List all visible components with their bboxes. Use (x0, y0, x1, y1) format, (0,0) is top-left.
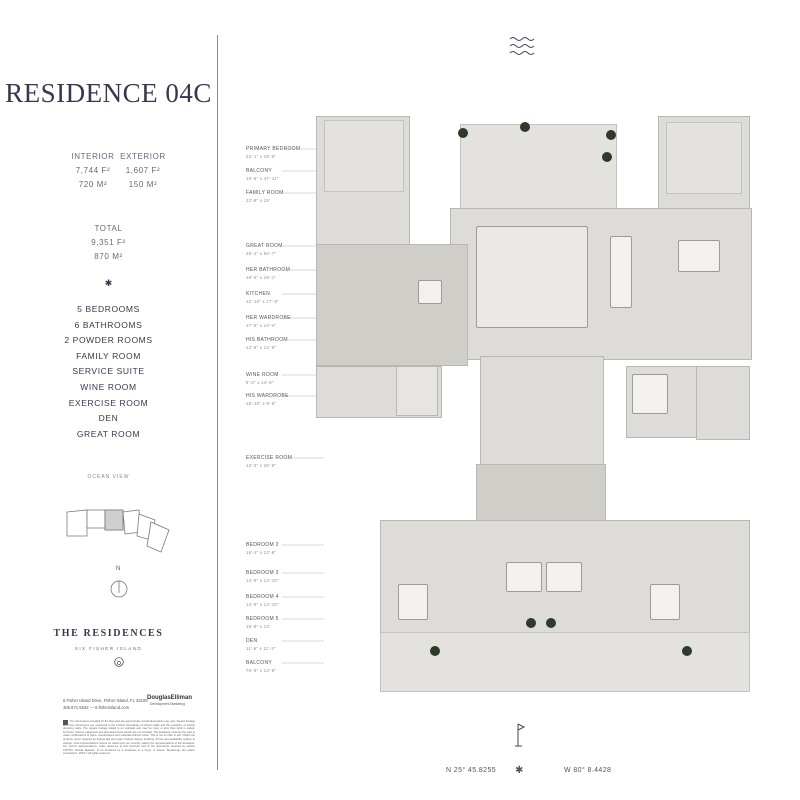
feature-item: DEN (98, 413, 119, 424)
room-service-bedroom (696, 366, 750, 440)
bed-bedroom-2 (398, 584, 428, 620)
exterior-sqm: 150 M² (128, 180, 158, 189)
kitchen-island (678, 240, 720, 272)
legal-disclaimer: The dimensions provided for the floor pl… (63, 720, 196, 756)
latitude-coordinate: N 25° 45.8255 (446, 767, 497, 774)
building-keyplan-icon (66, 509, 170, 553)
feature-item: 5 BEDROOMS (77, 304, 140, 314)
feature-item: GREAT ROOM (76, 428, 141, 439)
bed-bedroom-3 (506, 562, 542, 592)
north-arrow-icon (515, 723, 526, 747)
exterior-sqft: 1,607 F² (125, 166, 161, 175)
brand-subtitle: SIX FISHER ISLAND (74, 646, 143, 651)
exterior-column: EXTERIOR 1,607 F² 150 M² (118, 150, 168, 192)
broker-subtitle: Development Marketing (150, 702, 185, 706)
room-her-bathroom (316, 244, 468, 366)
feature-item: WINE ROOM (80, 381, 137, 392)
family-terrace (666, 122, 742, 194)
equal-housing-icon (63, 720, 68, 725)
total-sqft: 9,351 F² (91, 238, 126, 247)
plant-icon (682, 646, 692, 656)
feature-item: FAMILY ROOM (76, 350, 141, 361)
interior-sqft: 7,744 F² (75, 166, 111, 175)
star-separator-icon: ✱ (104, 278, 113, 288)
brand-name: THE RESIDENCES (53, 628, 164, 639)
total-area: TOTAL 9,351 F² 870 M² (0, 222, 217, 264)
plant-icon (602, 152, 612, 162)
broker-logo: DouglasElliman (147, 695, 193, 701)
compass-north-label: N (116, 566, 121, 572)
bed-bedroom-4 (546, 562, 582, 592)
her-wardrobe-island (418, 280, 442, 304)
lower-balcony (380, 632, 750, 692)
six-logo-icon (114, 657, 124, 667)
plant-icon (458, 128, 468, 138)
interior-sqm: 720 M² (78, 180, 108, 189)
features-list: 5 BEDROOMS 6 BATHROOMS 2 POWDER ROOMS FA… (0, 302, 217, 442)
plant-icon (606, 130, 616, 140)
address-line: 6 Fisher Island Drive, Fisher Island, FL… (63, 698, 148, 703)
exterior-label: EXTERIOR (120, 152, 166, 161)
interior-label: INTERIOR (71, 152, 115, 161)
contact-line: 305.871.5832 — 6-fisherisland.com (63, 705, 130, 710)
ocean-view-label: OCEAN VIEW (87, 474, 130, 480)
upper-balcony (460, 124, 617, 212)
room-bedroom-baths (476, 464, 606, 526)
total-label: TOTAL (94, 224, 123, 233)
feature-item: SERVICE SUITE (72, 366, 145, 377)
room-exercise (480, 356, 604, 466)
address-block: 6 Fisher Island Drive, Fisher Island, FL… (63, 697, 148, 711)
vertical-divider (217, 35, 218, 770)
residence-title: RESIDENCE 04C (5, 78, 212, 108)
feature-item: 2 POWDER ROOMS (64, 335, 153, 346)
compass-icon (110, 580, 128, 598)
primary-terrace (324, 120, 404, 192)
plant-icon (520, 122, 530, 132)
room-wine (396, 366, 438, 416)
total-sqm: 870 M² (94, 252, 123, 261)
longitude-coordinate: W 80° 8.4428 (564, 767, 612, 774)
bathtub (632, 374, 668, 414)
feature-item: 6 BATHROOMS (74, 319, 143, 330)
feature-item: EXERCISE ROOM (68, 397, 149, 408)
bed-bedroom-5 (650, 584, 680, 620)
plant-icon (546, 618, 556, 628)
living-rug (476, 226, 588, 328)
plant-icon (526, 618, 536, 628)
coordinate-star-icon: ✱ (515, 765, 524, 776)
label-leader-lines (282, 148, 324, 664)
ocean-waves-icon (509, 37, 535, 55)
plant-icon (430, 646, 440, 656)
interior-column: INTERIOR 7,744 F² 720 M² (68, 150, 118, 192)
dining-table (610, 236, 632, 308)
